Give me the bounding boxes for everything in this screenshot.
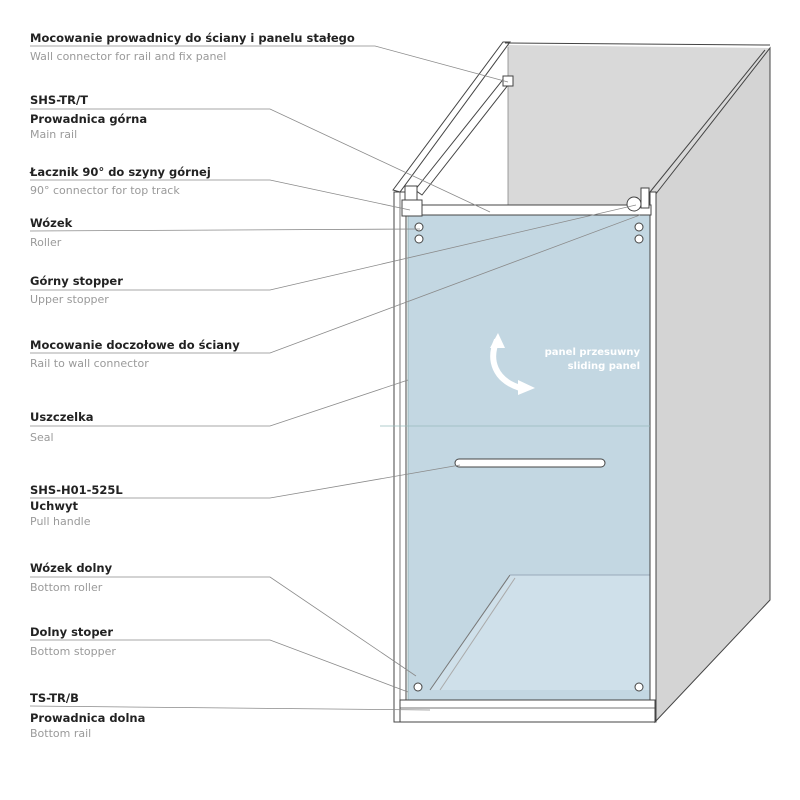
label-pl: Wózek dolny [30,561,113,575]
label-en: Wall connector for rail and fix panel [30,50,227,63]
bottom-rail [399,699,656,723]
bottom-rollers [413,682,644,692]
label-pl: Prowadnica górna [30,112,148,126]
label-en: Pull handle [30,515,91,528]
label-main-rail: SHS-TR/T Prowadnica górna Main rail [30,93,147,142]
rail-to-wall-connector [626,196,642,212]
label-seal: Uszczelka Seal [30,410,94,445]
label-en: Roller [30,236,62,249]
label-pl: Uchwyt [30,499,78,513]
label-pl: Wózek [30,216,73,230]
label-pl: Łacznik 90° do szyny górnej [30,165,211,179]
label-en: 90° connector for top track [30,184,180,197]
label-pl: Mocowanie doczołowe do ściany [30,338,240,352]
label-bottom-rail: TS-TR/B Prowadnica dolna Bottom rail [30,691,145,741]
label-rail-to-wall: Mocowanie doczołowe do ściany Rail to wa… [30,338,240,371]
label-en: Main rail [30,128,78,141]
leader-lines [29,45,650,711]
label-en: Bottom rail [30,727,92,740]
pull-handle [454,458,606,468]
label-pl: Mocowanie prowadnicy do ściany i panelu … [30,31,355,45]
label-pl: Dolny stoper [30,625,114,639]
label-pl: Prowadnica dolna [30,711,146,725]
sliding-panel-label: panel przesuwny sliding panel [500,346,640,374]
label-upper-stopper: Górny stopper Upper stopper [30,274,123,307]
left-wall-edge [392,41,511,193]
label-en: Upper stopper [30,293,109,306]
panel-label-pl: panel przesuwny [544,347,640,358]
label-code: TS-TR/B [30,691,79,705]
label-90-connector: Łacznik 90° do szyny górnej 90° connecto… [30,165,211,198]
label-code: SHS-H01-525L [30,483,123,497]
label-en: Seal [30,431,54,444]
panel-label-en: sliding panel [567,361,640,372]
label-en: Bottom stopper [30,645,116,658]
label-pl: Uszczelka [30,410,94,424]
label-roller: Wózek Roller [30,216,72,250]
label-wall-connector: Mocowanie prowadnicy do ściany i panelu … [30,31,355,64]
label-en: Bottom roller [30,581,103,594]
label-bottom-roller: Wózek dolny Bottom roller [30,561,112,595]
label-en: Rail to wall connector [30,357,149,370]
label-bottom-stopper: Dolny stoper Bottom stopper [30,625,116,659]
label-pull-handle: SHS-H01-525L Uchwyt Pull handle [30,483,123,529]
label-code: SHS-TR/T [30,93,89,107]
label-pl: Górny stopper [30,274,123,288]
